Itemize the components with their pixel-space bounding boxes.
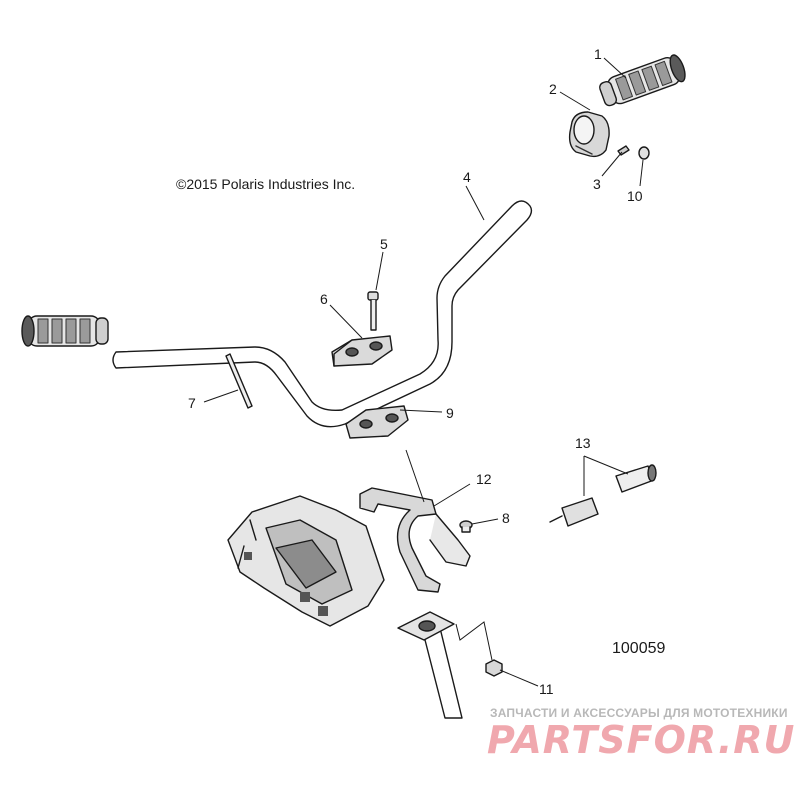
callout-10: 10: [627, 188, 643, 204]
mounting-pin: [225, 353, 253, 409]
throttle-screw: [617, 145, 630, 156]
watermark-logo: PARTSFOR.RU: [487, 718, 796, 762]
leader-1: [603, 57, 627, 79]
leader-10: [639, 159, 644, 187]
throttle-cap: [638, 146, 650, 160]
leader-12: [433, 483, 471, 507]
leader-9: [399, 409, 443, 413]
assembly-line-a: [405, 449, 425, 503]
leader-4: [465, 185, 485, 221]
callout-13: 13: [575, 435, 591, 451]
grip-heater-right: [615, 464, 657, 493]
throttle-housing: [568, 111, 610, 158]
callout-7: 7: [188, 395, 196, 411]
left-grip: [21, 315, 109, 347]
leader-7: [203, 389, 239, 403]
leader-2: [559, 91, 591, 111]
leader-lines: [203, 57, 644, 687]
lock-nut: [485, 659, 503, 677]
handlebar: [112, 200, 533, 428]
right-grip: [599, 54, 686, 107]
bracket-screw: [459, 520, 473, 533]
leader-8: [471, 518, 499, 525]
lower-clamp: [345, 405, 409, 439]
callout-12: 12: [476, 471, 492, 487]
watermark-tagline: ЗАПЧАСТИ И АКСЕССУАРЫ ДЛЯ МОТОТЕХНИКИ: [490, 706, 788, 720]
leader-6: [329, 304, 363, 339]
assembly-line-b: [455, 621, 493, 661]
callout-4: 4: [463, 169, 471, 185]
callout-1: 1: [594, 46, 602, 62]
callout-2: 2: [549, 81, 557, 97]
copyright-text: ©2015 Polaris Industries Inc.: [176, 176, 356, 192]
callout-5: 5: [380, 236, 388, 252]
callout-8: 8: [502, 510, 510, 526]
diagram-number: 100059: [612, 640, 666, 657]
clamp-bolt: [367, 291, 379, 331]
callout-11: 11: [539, 681, 554, 697]
post-mount-plate: [397, 611, 455, 641]
callout-3: 3: [593, 176, 601, 192]
leader-13b: [583, 455, 629, 475]
mounting-bracket: [359, 487, 471, 593]
upper-clamp: [331, 335, 393, 367]
callout-6: 6: [320, 291, 328, 307]
steering-post: [423, 631, 463, 719]
leader-3: [601, 151, 623, 177]
headlight-pod-housing: [227, 495, 385, 627]
grip-heater-left: [549, 497, 599, 527]
leader-11: [499, 669, 539, 687]
leader-5: [375, 251, 384, 291]
callout-9: 9: [446, 405, 454, 421]
